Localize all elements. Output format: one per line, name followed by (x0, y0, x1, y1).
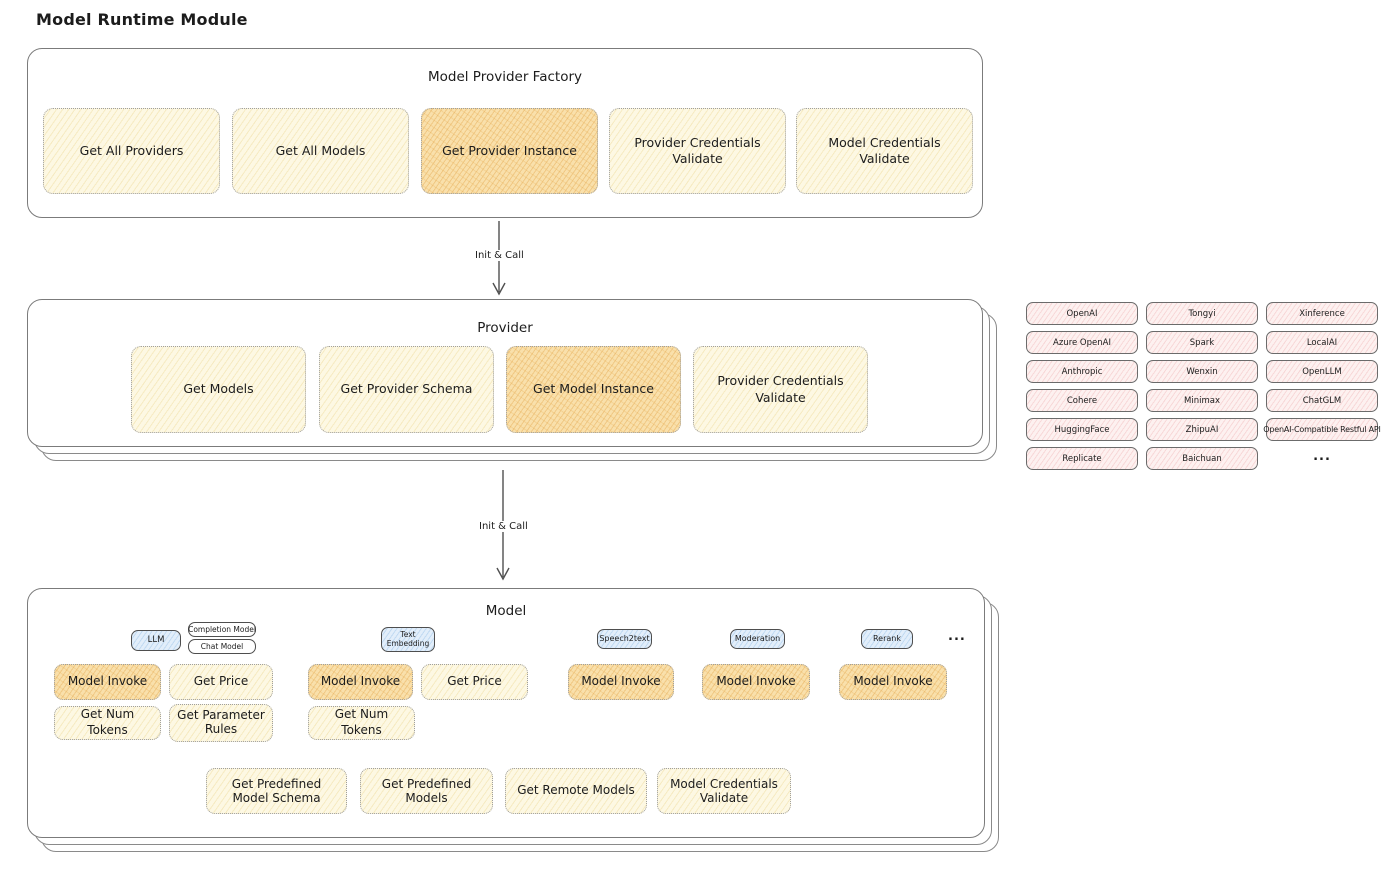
node-get-provider-schema: Get Provider Schema (319, 346, 494, 433)
node-get-predefined-models: Get Predefined Models (360, 768, 493, 814)
provider-chip-minimax: Minimax (1146, 389, 1258, 412)
node-embedding-model-invoke: Model Invoke (308, 664, 413, 700)
provider-chip-huggingface: HuggingFace (1026, 418, 1138, 441)
provider-chip-tongyi: Tongyi (1146, 302, 1258, 325)
node-provider-credentials-validate-2: Provider Credentials Validate (693, 346, 868, 433)
type-pill-speech2text: Speech2text (597, 629, 652, 649)
chip-completion-model: Completion Model (188, 622, 256, 637)
factory-frame: Model Provider Factory Get All Providers… (27, 48, 983, 218)
node-model-credentials-validate: Model Credentials Validate (796, 108, 973, 194)
node-moderation-model-invoke: Model Invoke (702, 664, 810, 700)
model-frame: Model LLM Completion Model Chat Model Te… (27, 588, 985, 838)
node-llm-model-invoke: Model Invoke (54, 664, 161, 700)
node-embedding-get-num-tokens: Get Num Tokens (308, 706, 415, 740)
provider-chip-anthropic: Anthropic (1026, 360, 1138, 383)
model-types-more: ... (948, 629, 966, 644)
provider-chip-xinference: Xinference (1266, 302, 1378, 325)
node-provider-credentials-validate: Provider Credentials Validate (609, 108, 786, 194)
node-llm-get-num-tokens: Get Num Tokens (54, 706, 161, 740)
provider-frame: Provider Get Models Get Provider Schema … (27, 299, 983, 447)
provider-title: Provider (477, 320, 533, 336)
node-rerank-model-invoke: Model Invoke (839, 664, 947, 700)
type-pill-llm: LLM (131, 630, 181, 651)
node-get-models: Get Models (131, 346, 306, 433)
type-pill-moderation: Moderation (730, 629, 785, 649)
node-llm-get-parameter-rules: Get Parameter Rules (169, 704, 273, 742)
provider-list-more: ... (1313, 449, 1331, 464)
provider-chip-localai: LocalAI (1266, 331, 1378, 354)
type-pill-rerank: Rerank (861, 629, 913, 649)
provider-chip-openai: OpenAI (1026, 302, 1138, 325)
provider-chip-zhipuai: ZhipuAI (1146, 418, 1258, 441)
provider-chip-openai-compatible: OpenAI-Compatible Restful API (1263, 418, 1381, 441)
provider-chip-replicate: Replicate (1026, 447, 1138, 470)
node-get-all-providers: Get All Providers (43, 108, 220, 194)
node-llm-get-price: Get Price (169, 664, 273, 700)
arrow-label-init-call-1: Init & Call (471, 250, 528, 261)
provider-chip-grid: OpenAI Tongyi Xinference Azure OpenAI Sp… (1026, 302, 1381, 472)
provider-chip-wenxin: Wenxin (1146, 360, 1258, 383)
provider-chip-chatglm: ChatGLM (1266, 389, 1378, 412)
node-embedding-get-price: Get Price (421, 664, 528, 700)
provider-chip-openllm: OpenLLM (1266, 360, 1378, 383)
chip-chat-model: Chat Model (188, 639, 256, 654)
factory-title: Model Provider Factory (427, 69, 582, 85)
type-pill-text-embedding: Text Embedding (381, 627, 435, 652)
node-get-model-instance: Get Model Instance (506, 346, 681, 433)
provider-chip-cohere: Cohere (1026, 389, 1138, 412)
provider-chip-spark: Spark (1146, 331, 1258, 354)
provider-chip-azure-openai: Azure OpenAI (1026, 331, 1138, 354)
provider-chip-baichuan: Baichuan (1146, 447, 1258, 470)
arrow-label-init-call-2: Init & Call (475, 521, 532, 532)
node-get-remote-models: Get Remote Models (505, 768, 647, 814)
node-get-predefined-model-schema: Get Predefined Model Schema (206, 768, 347, 814)
node-speech2text-model-invoke: Model Invoke (568, 664, 674, 700)
node-get-provider-instance: Get Provider Instance (421, 108, 598, 194)
model-title: Model (485, 603, 527, 619)
page-title: Model Runtime Module (36, 10, 248, 29)
node-model-credentials-validate-2: Model Credentials Validate (657, 768, 791, 814)
node-get-all-models: Get All Models (232, 108, 409, 194)
